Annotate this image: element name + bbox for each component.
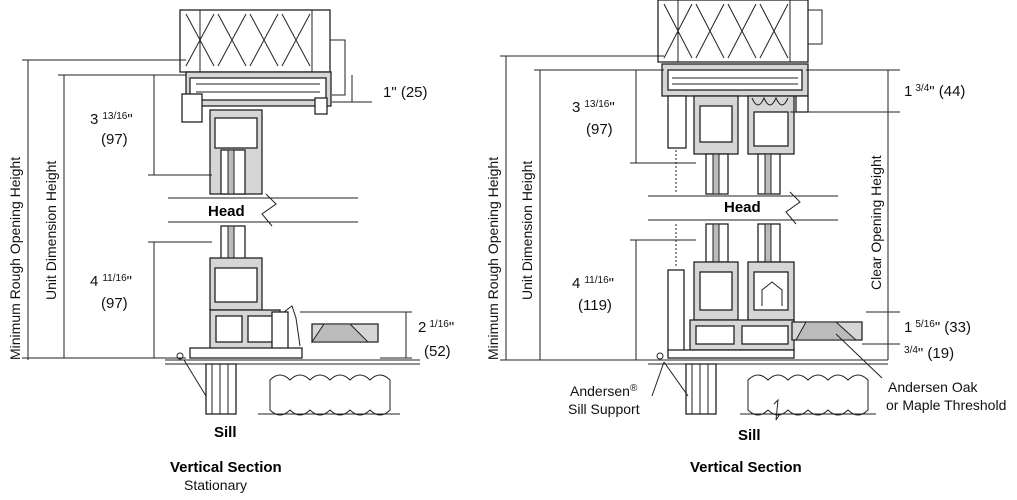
right-head-label: Head — [724, 199, 761, 216]
left-break-lines — [168, 193, 358, 227]
left-section-subtitle: Stationary — [184, 477, 247, 493]
left-head-dimension-mm: (97) — [101, 131, 128, 148]
left-head-label: Head — [208, 203, 245, 220]
right-floor — [648, 359, 888, 421]
right-leaders — [651, 333, 883, 397]
left-section: Minimum Rough Opening Height Unit Dimens… — [7, 9, 454, 493]
left-head-frame — [181, 71, 332, 195]
left-rough-opening-label: Minimum Rough Opening Height — [7, 157, 23, 360]
left-sill-dimension-mm: (97) — [101, 295, 128, 312]
right-section-title: Vertical Section — [690, 459, 802, 476]
left-threshold-dimension-mm: (52) — [424, 343, 451, 360]
right-rough-opening-label: Minimum Rough Opening Height — [485, 157, 501, 360]
left-top-offset-dimension: 1" (25) — [383, 84, 428, 101]
left-wall-framing — [179, 9, 346, 96]
right-dimension-lines — [500, 55, 900, 361]
right-threshold-label-line2: or Maple Threshold — [886, 397, 1006, 413]
left-floor — [165, 359, 420, 416]
right-base-dimension: 3/4" (19) — [904, 345, 954, 362]
left-dimension-lines — [22, 59, 412, 360]
right-head-frame — [661, 63, 809, 195]
left-sill-frame — [176, 225, 379, 360]
left-section-title: Vertical Section — [170, 459, 282, 476]
right-wall-framing — [657, 0, 823, 63]
right-sill-support-label-line2: Sill Support — [568, 401, 640, 417]
right-threshold-label: Andersen Oak — [888, 379, 978, 395]
right-unit-dimension-label: Unit Dimension Height — [519, 161, 535, 300]
right-sill-support-label: Andersen® — [570, 383, 638, 399]
right-section: Minimum Rough Opening Height Unit Dimens… — [485, 0, 1006, 476]
right-sill-frame — [656, 223, 863, 360]
right-sill-dimension-mm: (119) — [578, 297, 612, 314]
right-clear-opening-label: Clear Opening Height — [868, 155, 884, 290]
right-sill-label: Sill — [738, 427, 761, 444]
left-sill-label: Sill — [214, 424, 237, 441]
right-head-dimension-mm: (97) — [586, 121, 613, 138]
right-break-lines — [648, 191, 838, 225]
left-unit-dimension-label: Unit Dimension Height — [43, 161, 59, 300]
